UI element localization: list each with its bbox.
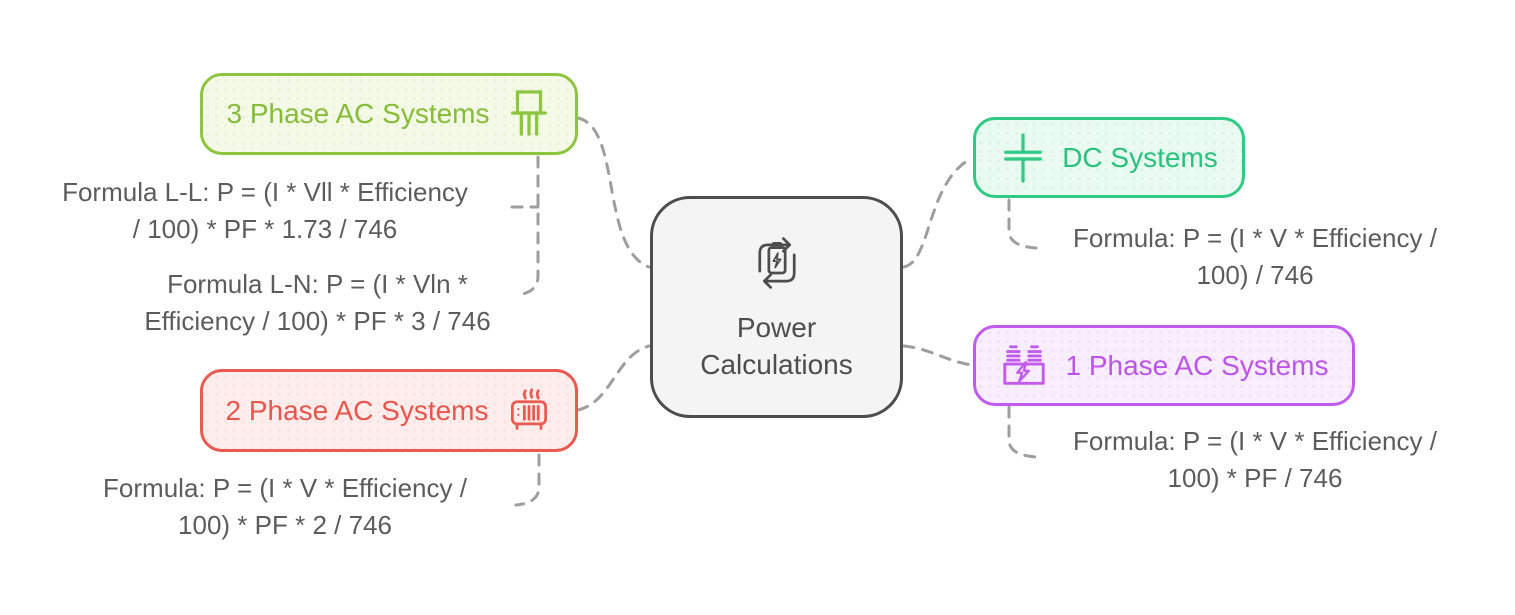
connector-purple-to-formula: [1007, 405, 1038, 459]
formula-2-phase[interactable]: Formula: P = (I * V * Efficiency / 100) …: [103, 473, 467, 540]
node-2-phase-ac-systems[interactable]: 2 Phase AC Systems: [200, 369, 578, 452]
node-label: 1 Phase AC Systems: [1065, 349, 1329, 381]
connector-center-to-purple: [902, 344, 974, 367]
formula-1-phase[interactable]: Formula: P = (I * V * Efficiency / 100) …: [1073, 426, 1437, 493]
formula-dc[interactable]: Formula: P = (I * V * Efficiency / 100) …: [1073, 223, 1437, 290]
node-label: DC Systems: [1062, 141, 1218, 173]
battery-sync-icon: [748, 232, 806, 299]
connector-dc-to-formula: [1007, 198, 1038, 250]
transformer-icon: [999, 342, 1049, 390]
connector-center-to-dc: [902, 156, 974, 269]
connector-red-to-formula: [514, 453, 541, 507]
connector-green-to-formula-ln: [514, 155, 540, 297]
formula-3-phase-ln[interactable]: Formula L-N: P = (I * Vln * Efficiency /…: [144, 269, 491, 336]
node-label: 3 Phase AC Systems: [226, 98, 490, 129]
node-label: 2 Phase AC Systems: [225, 394, 489, 426]
transistor-icon: [506, 89, 552, 139]
heater-icon: [505, 387, 553, 435]
node-dc-systems[interactable]: DC Systems: [973, 117, 1245, 198]
center-label: Power Calculations: [700, 311, 853, 380]
formula-3-phase-ll[interactable]: Formula L-L: P = (I * Vll * Efficiency /…: [62, 177, 468, 244]
node-1-phase-ac-systems[interactable]: 1 Phase AC Systems: [973, 325, 1355, 406]
connector-red-to-center: [576, 344, 651, 412]
capacitor-icon: [1000, 132, 1046, 183]
node-3-phase-ac-systems[interactable]: 3 Phase AC Systems: [200, 73, 578, 155]
node-power-calculations[interactable]: Power Calculations: [650, 196, 903, 418]
connector-green-to-center: [576, 116, 651, 269]
